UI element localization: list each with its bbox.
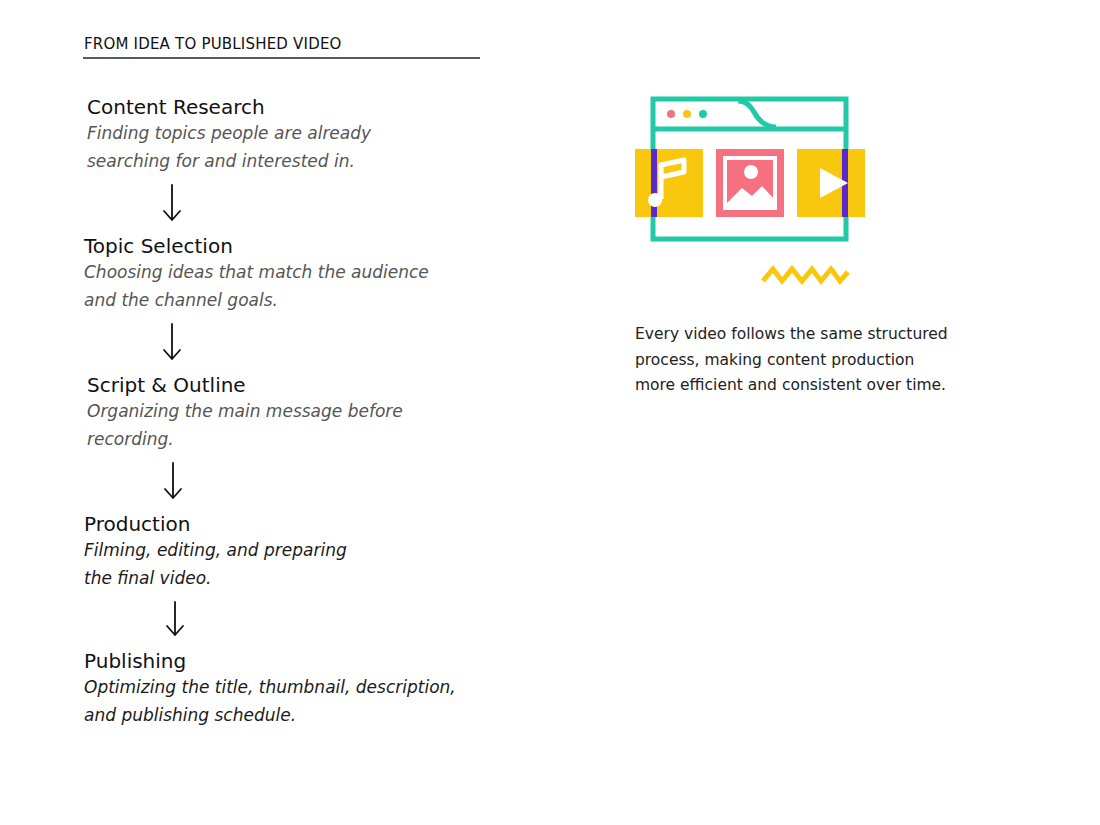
step-description: Filming, editing, and preparing the fina… <box>84 536 354 592</box>
step-heading: Production <box>84 512 354 536</box>
image-icon-mountain <box>725 186 775 208</box>
side-note: Every video follows the same structured … <box>635 322 953 399</box>
step-description: Optimizing the title, thumbnail, descrip… <box>84 673 474 729</box>
step-heading: Script & Outline <box>87 373 412 397</box>
process-step: PublishingOptimizing the title, thumbnai… <box>84 649 474 729</box>
zigzag-accent <box>763 269 848 281</box>
video-tile <box>797 149 865 217</box>
music-note-head <box>648 193 662 207</box>
flow-arrow <box>167 602 183 635</box>
window-bar <box>653 127 848 132</box>
step-description: Finding topics people are already search… <box>87 119 447 175</box>
title-underline <box>83 57 480 59</box>
image-icon-sun <box>744 165 758 179</box>
process-step: ProductionFilming, editing, and preparin… <box>84 512 354 592</box>
browser-illustration <box>635 99 865 281</box>
image-icon-frame <box>725 158 775 208</box>
flow-arrow <box>164 185 180 220</box>
window-tab <box>738 101 776 127</box>
window-dot <box>667 110 675 118</box>
music-tile <box>635 149 703 217</box>
process-step: Topic SelectionChoosing ideas that match… <box>84 234 429 314</box>
process-step: Script & OutlineOrganizing the main mess… <box>87 373 412 453</box>
step-description: Organizing the main message before recor… <box>87 397 412 453</box>
flow-arrow <box>164 324 180 359</box>
step-heading: Publishing <box>84 649 474 673</box>
flow-arrow <box>165 463 181 498</box>
step-heading: Topic Selection <box>84 234 429 258</box>
process-step: Content ResearchFinding topics people ar… <box>87 95 447 175</box>
play-icon <box>820 168 848 198</box>
image-tile <box>716 149 784 217</box>
music-note-icon <box>661 160 684 199</box>
window-dot <box>683 110 691 118</box>
step-heading: Content Research <box>87 95 447 119</box>
step-description: Choosing ideas that match the audience a… <box>84 258 429 314</box>
diagram-title: FROM IDEA TO PUBLISHED VIDEO <box>84 35 342 53</box>
window-dot <box>699 110 707 118</box>
